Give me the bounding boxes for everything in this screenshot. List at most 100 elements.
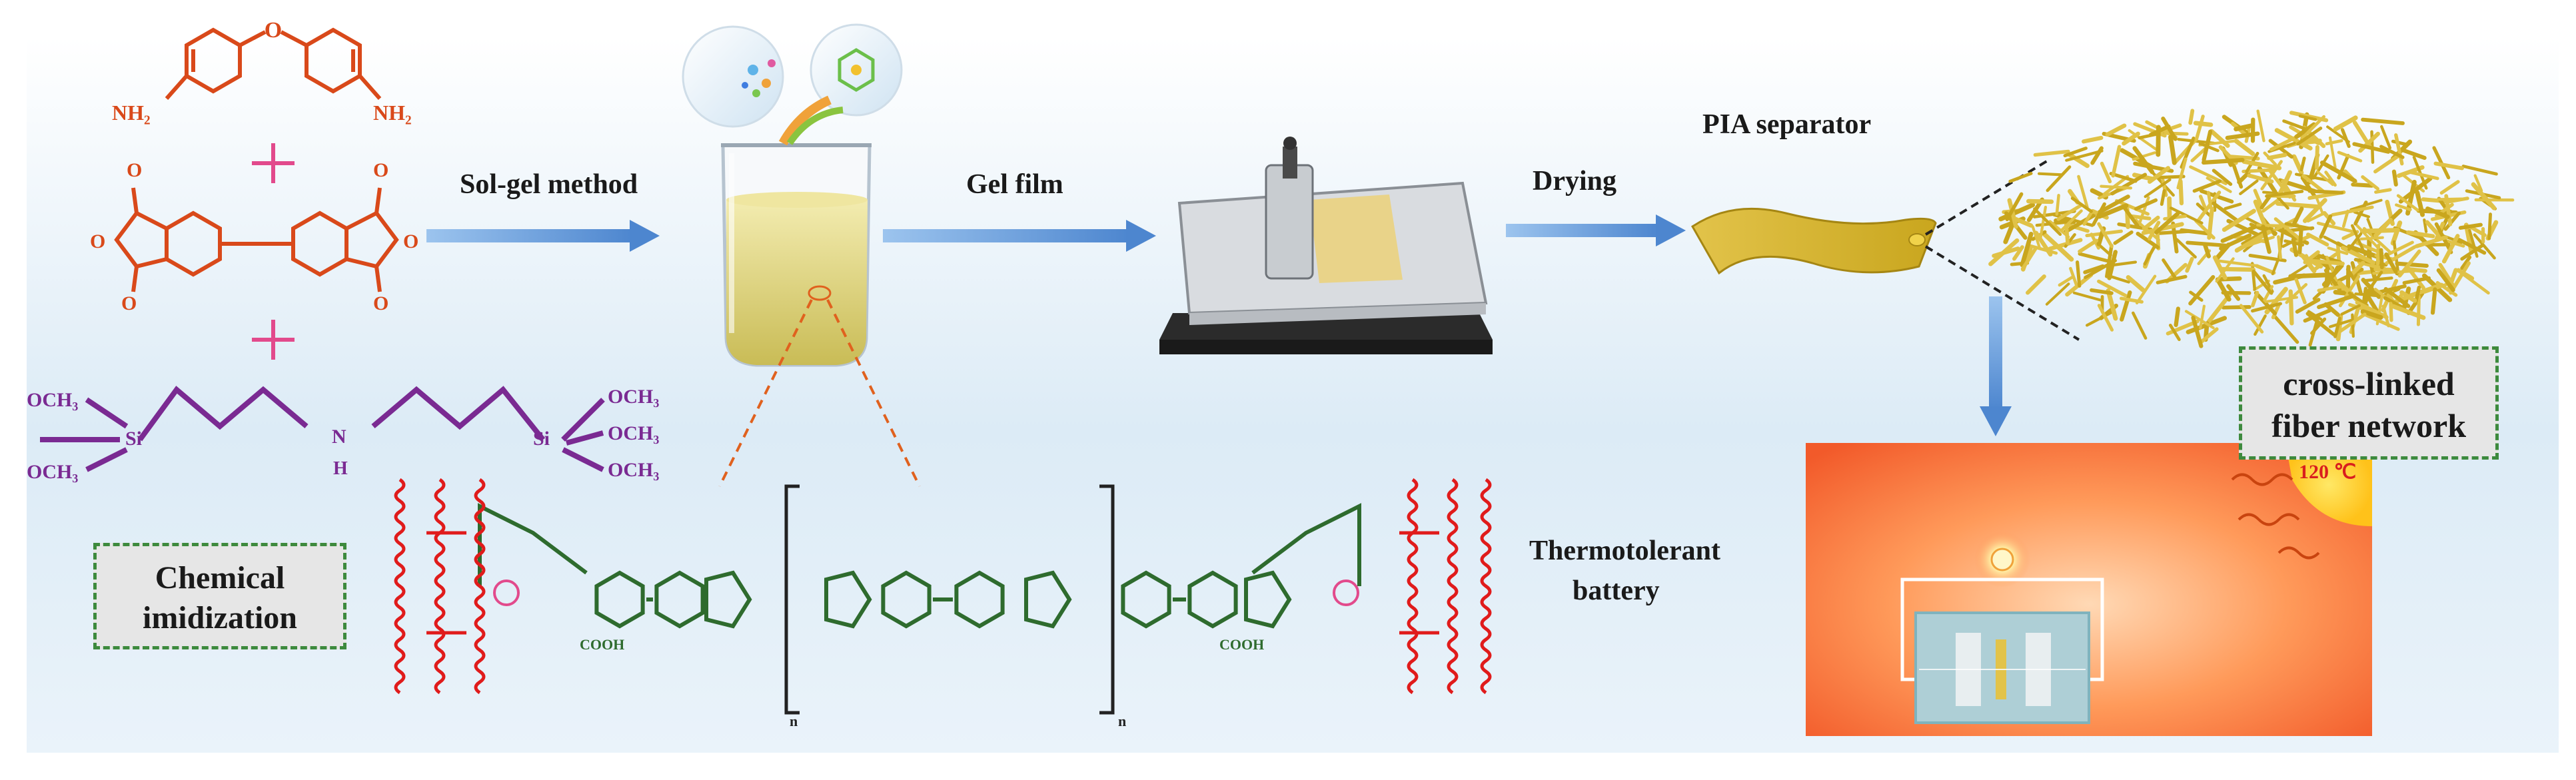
fiber-strand xyxy=(2038,172,2064,177)
benzene-ring xyxy=(881,570,932,629)
zoom-line-left xyxy=(718,299,813,487)
fiber-strand xyxy=(2122,204,2141,229)
fiber-strand xyxy=(2414,235,2448,248)
fiber-strand xyxy=(2299,157,2306,172)
fiber-strand xyxy=(2273,314,2299,344)
fiber-strand xyxy=(2297,226,2303,254)
fiber-strand xyxy=(2353,121,2372,149)
arrow-sol-gel xyxy=(426,220,660,252)
fiber-strand xyxy=(2255,264,2276,275)
fiber-strand xyxy=(2048,238,2083,251)
fiber-strand xyxy=(2206,177,2232,193)
fiber-strand xyxy=(2350,260,2365,276)
fiber-strand xyxy=(2319,160,2357,183)
fiber-strand xyxy=(2439,180,2460,195)
fiber-strand xyxy=(2391,304,2426,320)
fiber-strand xyxy=(2361,309,2383,320)
fiber-strand xyxy=(2340,304,2361,316)
fiber-strand xyxy=(2042,232,2074,262)
fiber-strand xyxy=(2438,262,2456,288)
fiber-strand xyxy=(2132,311,2148,340)
fiber-strand xyxy=(2128,129,2159,152)
fiber-strand xyxy=(2300,115,2325,140)
fiber-strand xyxy=(2033,149,2070,157)
fiber-strand xyxy=(2212,169,2233,187)
fiber-strand xyxy=(2254,290,2277,316)
fiber-strand xyxy=(2282,119,2309,131)
fiber-strand xyxy=(2034,230,2053,257)
imide-ring xyxy=(1244,570,1292,629)
beaker-illustration xyxy=(721,143,872,367)
fiber-strand xyxy=(2433,161,2464,171)
fiber-strand xyxy=(2212,201,2239,222)
cooh-label-left: COOH xyxy=(580,636,624,653)
fiber-strand xyxy=(2324,171,2337,187)
side-chain xyxy=(1251,503,1361,586)
fiber-strand xyxy=(2003,218,2016,244)
fiber-strand xyxy=(2339,312,2367,333)
fiber-strand xyxy=(2328,136,2337,169)
fiber-strand xyxy=(2178,179,2184,206)
fiber-strand xyxy=(2107,250,2118,280)
fiber-strand xyxy=(2384,252,2398,274)
fiber-strand xyxy=(2149,124,2171,137)
fiber-strand xyxy=(2296,127,2323,146)
fiber-strand xyxy=(2423,218,2428,233)
fiber-strand xyxy=(2294,278,2307,304)
fiber-strand xyxy=(2007,198,2018,229)
fiber-strand xyxy=(2076,260,2082,288)
fiber-strand xyxy=(2351,182,2374,188)
fiber-network-line-2: fiber network xyxy=(2271,406,2467,444)
fiber-strand xyxy=(2239,304,2264,334)
fiber-strand xyxy=(2199,304,2206,330)
fiber-strand xyxy=(2192,179,2222,193)
pouring-stream-orange xyxy=(778,95,832,146)
fiber-strand xyxy=(2363,276,2393,282)
fiber-strand xyxy=(2248,254,2287,262)
fiber-strand xyxy=(2199,327,2219,344)
separator-zoom-spot xyxy=(1908,233,1926,246)
fiber-strand xyxy=(2288,289,2294,326)
fiber-strand xyxy=(2083,264,2105,274)
fiber-strand xyxy=(2409,171,2439,181)
fiber-strand xyxy=(2414,285,2421,303)
fiber-strand xyxy=(2374,188,2392,194)
fiber-strand xyxy=(2267,153,2287,161)
carbonyl-o-1: O xyxy=(127,159,142,181)
fiber-strand xyxy=(2325,139,2343,146)
fiber-strand xyxy=(2306,212,2324,223)
chemical-imidization-line-2: imidization xyxy=(142,600,297,635)
fiber-strand xyxy=(2312,154,2329,180)
si-label-left: Si xyxy=(125,428,142,450)
fiber-strand xyxy=(2065,149,2104,162)
fiber-strand xyxy=(2046,165,2072,193)
fiber-strand xyxy=(2283,239,2305,247)
fiber-strand xyxy=(2215,259,2259,268)
fiber-strand xyxy=(2129,214,2152,220)
fiber-strand xyxy=(2301,174,2326,194)
fiber-strand xyxy=(2136,231,2160,250)
fiber-strand xyxy=(2100,185,2133,190)
temperature-label: 120 ℃ xyxy=(2299,461,2356,483)
fiber-strand xyxy=(2375,244,2381,266)
fiber-strand xyxy=(2222,305,2252,310)
zoom-line-bottom xyxy=(1924,245,2080,341)
fiber-strand xyxy=(2328,318,2353,328)
fiber-strand xyxy=(2097,304,2114,332)
fiber-strand xyxy=(2186,240,2229,248)
och3-label-3: OCH₃ xyxy=(608,386,659,408)
fiber-strand xyxy=(2055,194,2060,216)
side-chain xyxy=(478,503,588,586)
fiber-strand xyxy=(2317,284,2345,292)
fiber-strand xyxy=(2168,323,2181,342)
fiber-strand xyxy=(2441,234,2460,264)
anhydride-o-1: O xyxy=(90,230,105,252)
step-label-pia-separator: PIA separator xyxy=(1702,109,1871,140)
fiber-strand xyxy=(2311,258,2345,266)
fiber-strand xyxy=(2460,255,2472,270)
battery-label-line-2: battery xyxy=(1573,576,1660,606)
fiber-strand xyxy=(2147,166,2171,184)
arrow-gel-film xyxy=(883,220,1156,252)
arrow-drying xyxy=(1506,214,1686,246)
fiber-strand xyxy=(2045,282,2070,306)
